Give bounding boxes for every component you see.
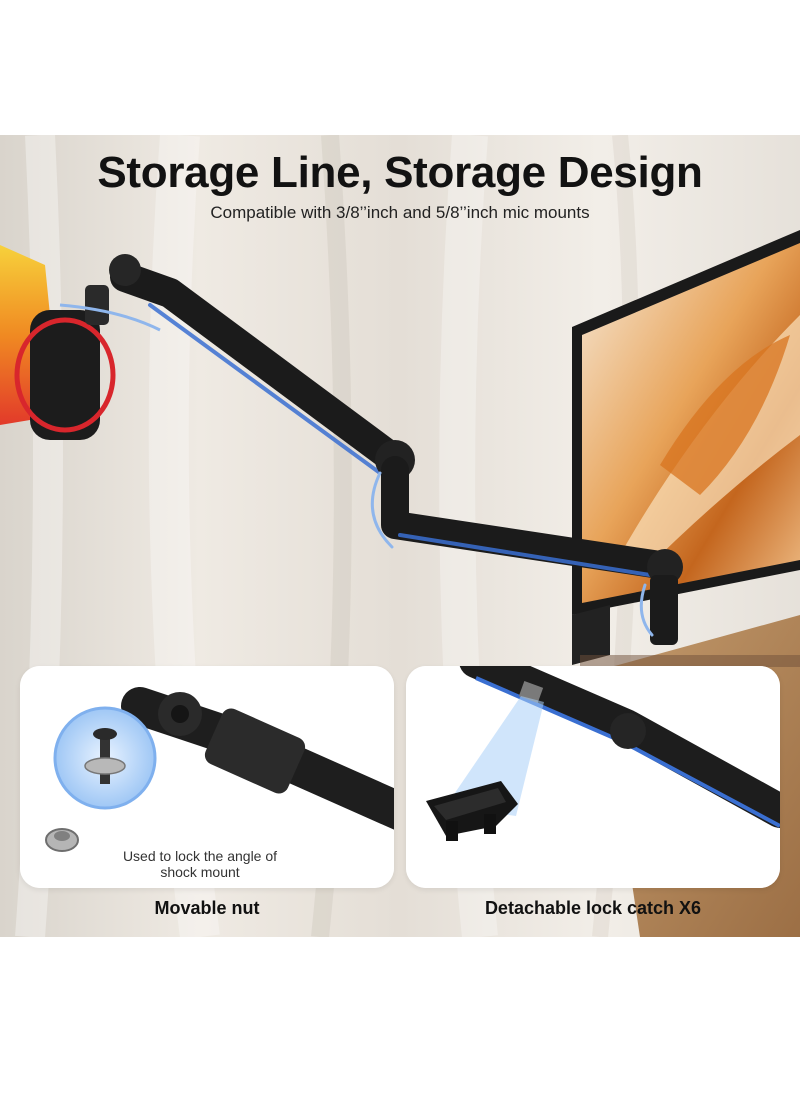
movable-nut-note: Used to lock the angle of shock mount: [122, 848, 278, 880]
page-subtitle: Compatible with 3/8’’inch and 5/8’’inch …: [210, 203, 590, 222]
lock-catch-illustration: [406, 666, 780, 888]
page-title: Storage Line, Storage Design: [97, 148, 703, 197]
lock-catch-panel: [406, 666, 780, 888]
movable-nut-illustration: [20, 666, 394, 888]
movable-nut-panel: Used to lock the angle of shock mount: [20, 666, 394, 888]
movable-nut-caption: Movable nut: [154, 898, 260, 918]
lock-catch-caption: Detachable lock catch X6: [484, 898, 702, 918]
